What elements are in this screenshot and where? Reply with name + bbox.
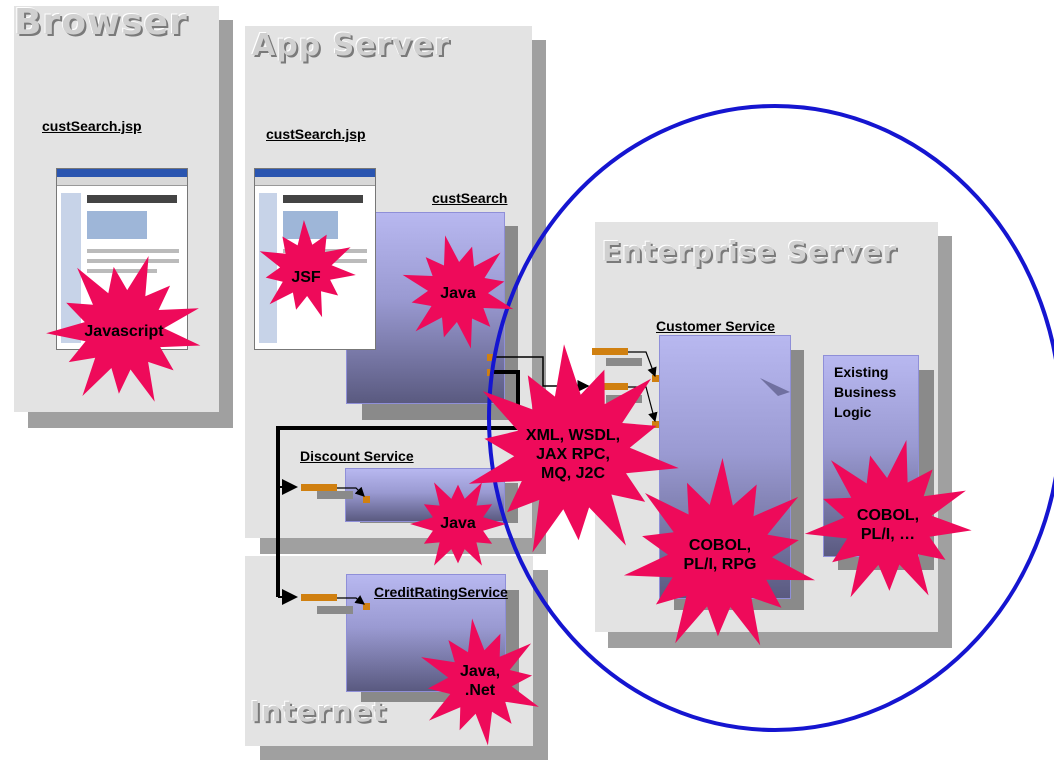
protocols-burst: [468, 344, 679, 553]
cobol-customer-burst-label: COBOL, PL/I, RPG: [683, 537, 757, 573]
jsf-burst-label: JSF: [291, 269, 321, 286]
protocols-burst-label: XML, WSDL, JAX RPC, MQ, J2C: [525, 427, 621, 482]
browser-page-label: custSearch.jsp: [42, 118, 142, 134]
enterprise-title: Enterprise Server: [602, 235, 898, 268]
jsf-burst: [259, 220, 356, 318]
custsearch-component-label: custSearch: [432, 190, 508, 206]
java-custsearch-burst: [402, 235, 514, 349]
credit-rating-service-label: CreditRatingService: [374, 584, 508, 600]
discount-service-label: Discount Service: [300, 448, 414, 464]
technology-bursts: [46, 220, 972, 746]
java-discount-burst-label: Java: [440, 515, 476, 532]
java-custsearch-burst-label: Java: [440, 285, 476, 302]
java-net-burst-label: Java, .Net: [459, 663, 501, 699]
java-discount-burst: [410, 482, 506, 566]
java-net-burst: [421, 618, 539, 746]
javascript-burst: [46, 256, 201, 402]
cobol-existing-burst: [804, 440, 972, 598]
customer-service-label: Customer Service: [656, 318, 776, 334]
javascript-burst-label: Javascript: [84, 323, 164, 340]
cobol-customer-burst: [623, 458, 815, 646]
cobol-existing-burst-label: COBOL, PL/I, …: [856, 507, 920, 543]
app-server-title: App Server: [252, 28, 451, 63]
app-page-label: custSearch.jsp: [266, 126, 366, 142]
browser-title: Browser: [14, 2, 188, 43]
existing-business-logic-label: Existing Business Logic: [834, 364, 897, 420]
